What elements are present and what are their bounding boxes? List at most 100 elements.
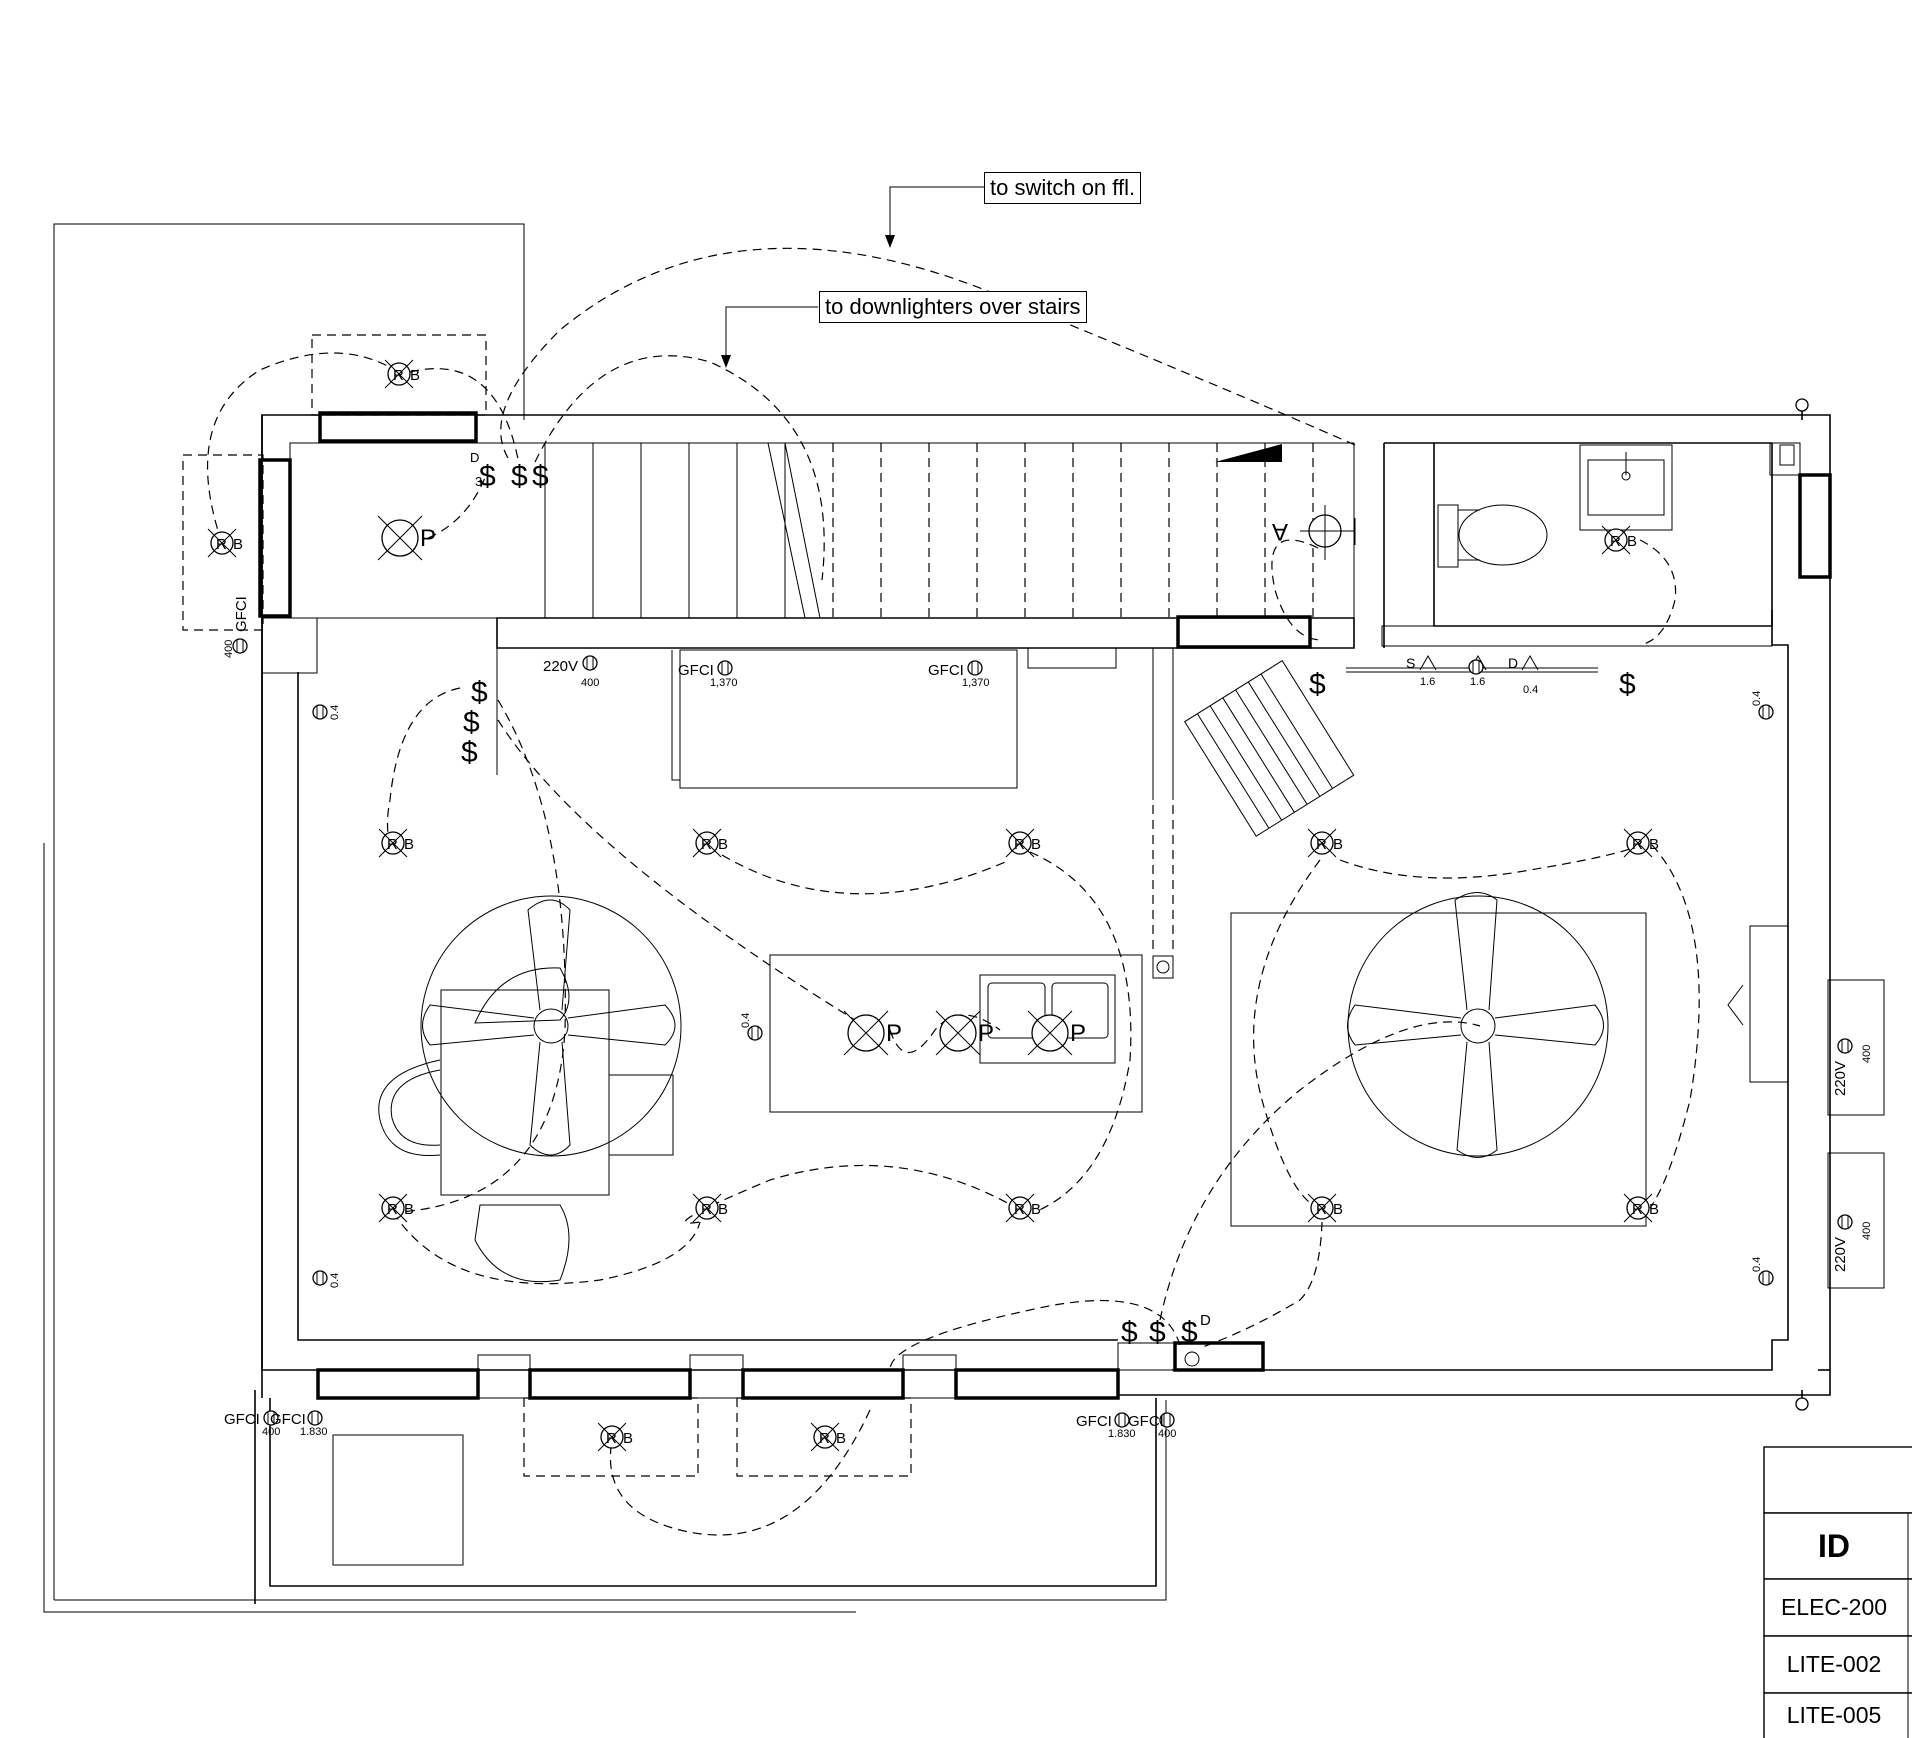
receptacle-220v-icon [1837,1038,1853,1054]
recessed-light-label: R [1014,1201,1025,1218]
legend-row: LITE-002 [1764,1636,1904,1693]
pendant-light-icon: P [843,1010,902,1056]
legend-header-label: ID [1818,1527,1850,1564]
site-outline [43,223,1167,1613]
receptacle-height: 0.4 [1751,1257,1763,1272]
receptacle-icon [312,704,328,720]
callout-switch-ffl: to switch on ffl. [984,172,1142,204]
receptacle-label: GFCI [928,662,964,679]
dining-area [378,895,682,1283]
receptacle-label: 220V [1832,1061,1849,1096]
light-switch-icon: $ [463,706,480,739]
legend-row: LITE-005 [1764,1693,1904,1738]
receptacle-label: GFCI [1076,1413,1112,1430]
receptacle-label: GFCI [233,596,250,632]
receptacle-label: GFCI [224,1411,260,1428]
receptacle-height: 400 [1158,1428,1176,1440]
legend-row: ELEC-200 [1764,1579,1904,1636]
light-switch-icon: $ [1309,668,1326,701]
switch-tag: A [1272,518,1288,545]
receptacle-height: 400 [1861,1045,1873,1063]
recessed-light-suffix: B [1627,533,1637,550]
recessed-light-suffix: B [836,1430,846,1447]
circuit-runs [206,247,1700,1536]
living-area [1183,660,1885,1289]
switch-tag: 3 [475,474,482,489]
recessed-light-suffix: B [410,367,420,384]
receptacle-height: 400 [223,640,235,658]
legend-row-id: LITE-002 [1786,1651,1882,1677]
receptacle-icon [1159,1412,1175,1428]
posts [1795,398,1809,1411]
switch-tag: S [1406,655,1415,671]
recessed-light-suffix: B [404,1201,414,1218]
receptacle-icon [717,660,733,676]
ceiling-outlet-cross [1300,505,1356,560]
receptacle-height: 1.6 [1420,676,1435,688]
recessed-light-label: R [606,1430,617,1447]
receptacle-height: 400 [262,1426,280,1438]
receptacle-icon [307,1410,323,1426]
pendant-light-icon: P [377,515,436,561]
receptacle-label: GFCI [270,1411,306,1428]
receptacle-height: 400 [581,677,599,689]
receptacle-height: 0.4 [329,705,341,720]
receptacle-label: GFCI [678,662,714,679]
receptacle-height: 0.4 [740,1013,752,1028]
receptacle-height: 1.830 [300,1426,328,1438]
recessed-light-label: R [216,536,227,553]
receptacle-height: 0.4 [1751,691,1763,706]
light-switch-icon: $ [1121,1316,1138,1349]
switch-tag: D [470,450,479,465]
recessed-light-suffix: B [1031,836,1041,853]
windows [258,411,1832,1400]
recessed-light-label: R [819,1430,830,1447]
switch-tag: D [1200,1312,1211,1329]
pendant-light-label: P [886,1020,902,1047]
receptacle-height: 400 [1861,1222,1873,1240]
receptacle-height: 0.4 [1523,684,1538,696]
receptacle-height: 0.4 [329,1273,341,1288]
legend-table [1763,1446,1912,1738]
pendant-light-icon: P [1027,1010,1086,1056]
receptacle-icon [747,1025,763,1041]
light-switch-icon: $ [1149,1316,1166,1349]
receptacle-height: 1.6 [1470,676,1485,688]
callout-switch-ffl-text: to switch on ffl. [990,175,1136,200]
pendant-light-label: P [978,1020,994,1047]
entry [1117,1341,1265,1372]
receptacle-height: 1,370 [710,677,738,689]
receptacle-label: 220V [1832,1237,1849,1272]
recessed-light-suffix: B [623,1430,633,1447]
receptacle-220v-icon [582,655,598,671]
light-switch-icon: $ [511,460,528,493]
recessed-light-suffix: B [1031,1201,1041,1218]
light-switch-icon: $ [532,460,549,493]
pendant-light-icon: P [935,1010,994,1056]
light-switch-icon: $ [479,460,496,493]
recessed-light-label: R [393,367,404,384]
staircase [289,442,1355,649]
recessed-light-suffix: B [1649,1201,1659,1218]
recessed-light-suffix: B [1649,836,1659,853]
receptacle-icon [967,660,983,676]
light-switch-icon: $ [471,676,488,709]
sensor-icon [1521,654,1539,671]
receptacle-height: 1,370 [962,677,990,689]
recessed-light-suffix: B [718,1201,728,1218]
receptacle-icon [1758,1270,1774,1286]
light-switch-icon: $ [461,736,478,769]
light-switch-icon: $ [1181,1316,1198,1349]
receptacle-icon [1758,704,1774,720]
recessed-light-suffix: B [233,536,243,553]
callout-leaders [721,186,985,368]
switch-tag: D [1508,655,1518,671]
